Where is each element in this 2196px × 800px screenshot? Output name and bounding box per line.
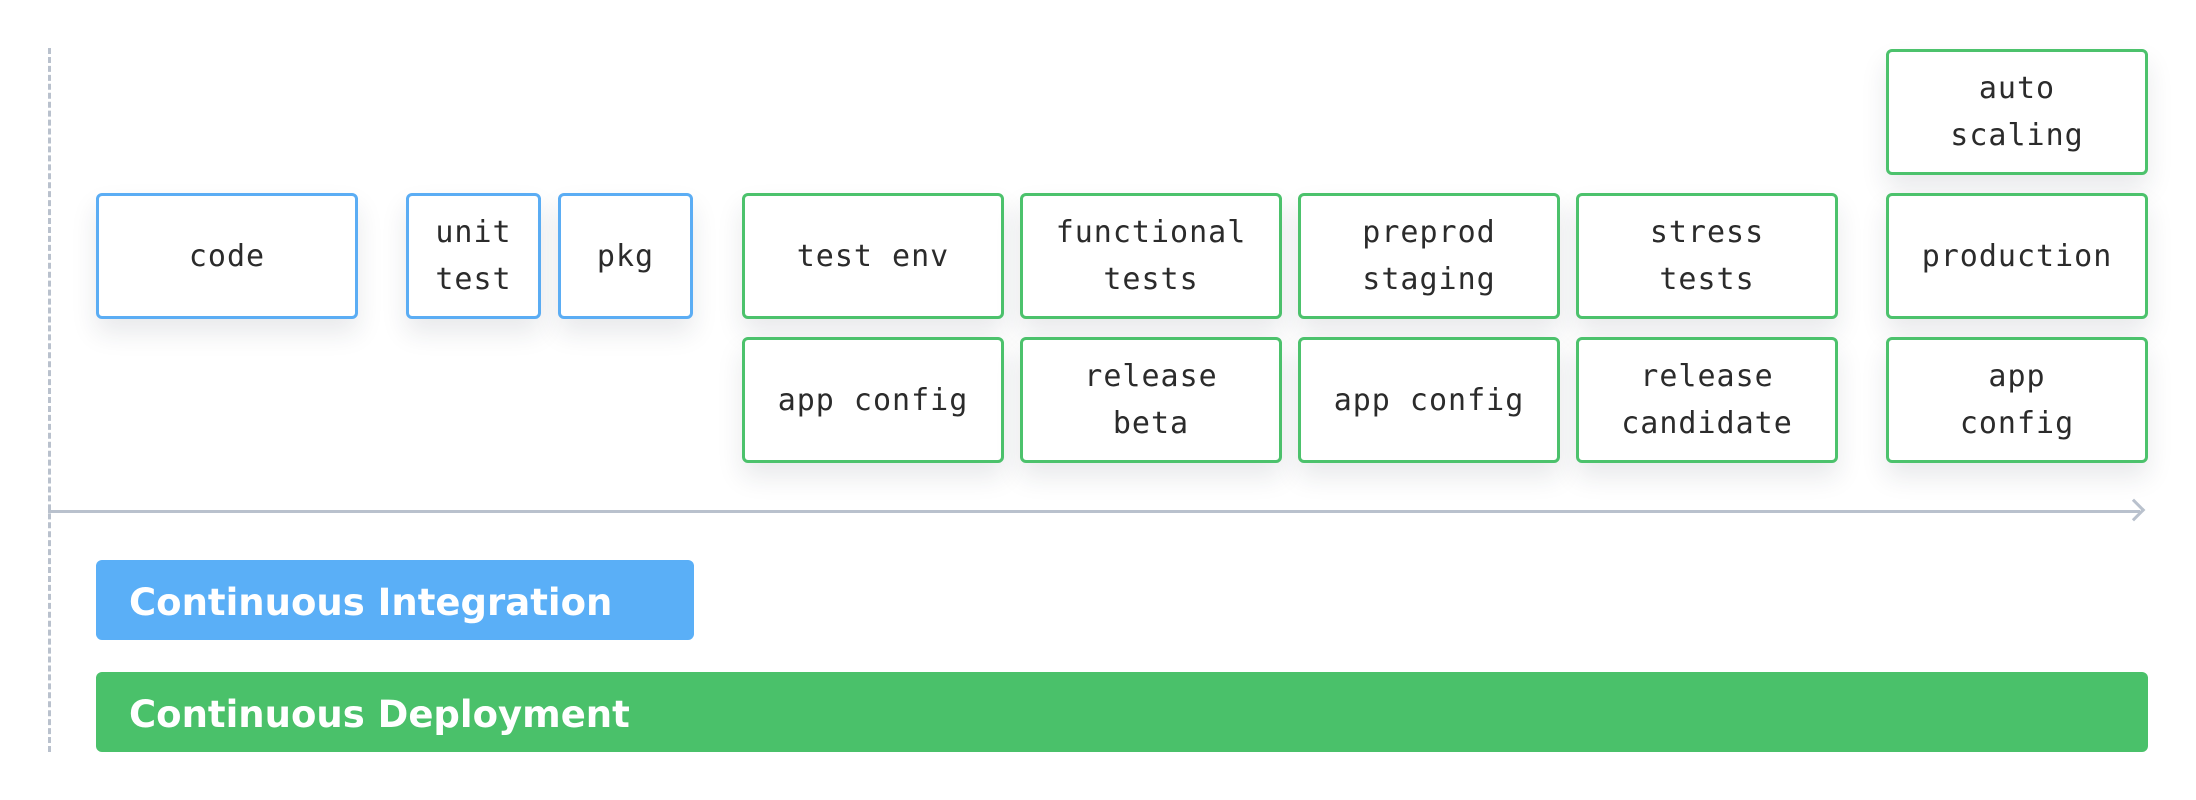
stage-unit-test: unit test	[406, 193, 541, 319]
config-app-config-3: app config	[1886, 337, 2148, 463]
config-app-config-2: app config	[1298, 337, 1560, 463]
config-release-beta: release beta	[1020, 337, 1282, 463]
config-app-config-1: app config	[742, 337, 1004, 463]
continuous-deployment-band: Continuous Deployment	[96, 672, 2148, 752]
timeline-start-dashed-line	[48, 48, 51, 752]
timeline-arrow-icon	[2122, 498, 2146, 522]
stage-code: code	[96, 193, 358, 319]
timeline-axis	[48, 510, 2140, 513]
stage-preprod-staging: preprod staging	[1298, 193, 1560, 319]
stage-production: production	[1886, 193, 2148, 319]
stage-stress-tests: stress tests	[1576, 193, 1838, 319]
config-release-candidate: release candidate	[1576, 337, 1838, 463]
continuous-integration-band: Continuous Integration	[96, 560, 694, 640]
stage-pkg: pkg	[558, 193, 693, 319]
stage-test-env: test env	[742, 193, 1004, 319]
stage-auto-scaling: auto scaling	[1886, 49, 2148, 175]
stage-functional-tests: functional tests	[1020, 193, 1282, 319]
